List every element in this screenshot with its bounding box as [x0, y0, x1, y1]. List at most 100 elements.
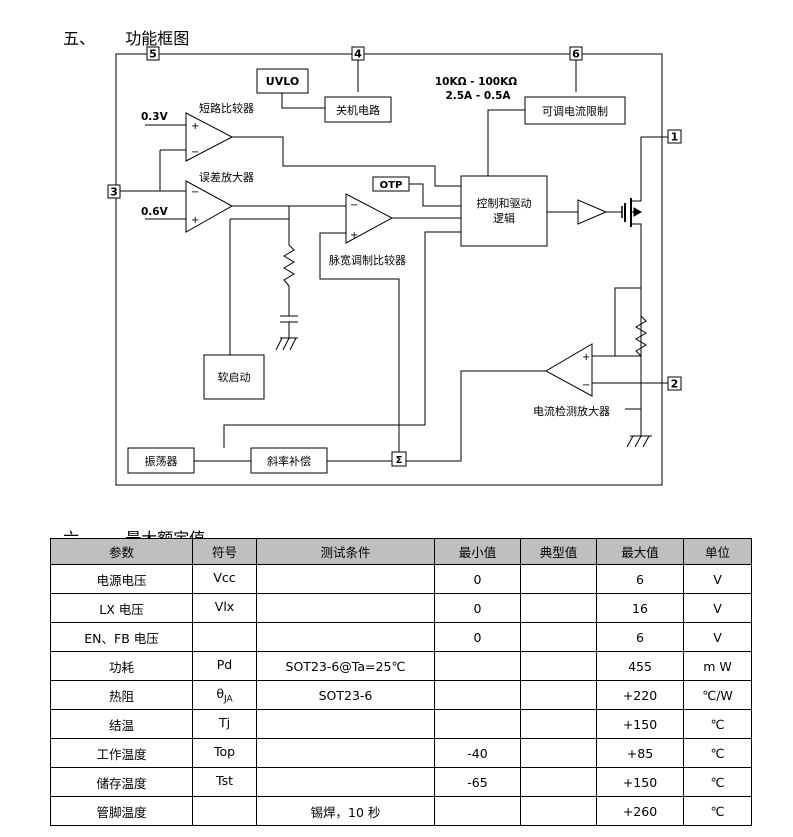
- table-row: 储存温度 Tst -65 +150℃: [50, 767, 752, 797]
- control-logic-label-1: 控制和驱动: [477, 196, 532, 210]
- table-row: 工作温度 Top -40 +85℃: [50, 738, 752, 768]
- symbol-subscript: JA: [224, 694, 233, 705]
- symbol-text: θ: [216, 685, 224, 701]
- table-cell-max: +150: [596, 767, 684, 797]
- limit-resistance-label: 10KΩ - 100KΩ: [435, 76, 517, 88]
- control-logic-label-2: 逻辑: [493, 211, 515, 225]
- table-cell-param: 热阻: [50, 680, 193, 710]
- shutdown-block: [324, 96, 392, 123]
- short-circuit-comparator: [185, 112, 234, 162]
- chip-boundary: [115, 53, 663, 486]
- driver-buffer: [577, 199, 608, 225]
- table-cell-param: 工作温度: [50, 738, 193, 768]
- sum-label: Σ: [396, 455, 403, 466]
- slope-comp-label: 斜率补偿: [267, 454, 311, 468]
- table-cell-param: 电源电压: [50, 564, 193, 594]
- pin-2-label: 2: [671, 378, 679, 391]
- oscillator-block: [127, 447, 195, 474]
- current-sense-amplifier: [544, 343, 593, 397]
- soft-start-label: 软启动: [218, 370, 251, 384]
- table-cell-param: 储存温度: [50, 767, 193, 797]
- table-cell-max: +85: [596, 738, 684, 768]
- symbol-text: Vlx: [214, 598, 235, 614]
- table-cell-unit: V: [683, 564, 752, 594]
- pin-1: [667, 129, 682, 144]
- table-cell-cond: [256, 738, 435, 768]
- table-header-row: 参数 符号 测试条件 最小值 典型值 最大值 单位: [50, 538, 752, 565]
- minus-sign: −: [191, 147, 199, 158]
- table-cell-min: 0: [434, 622, 521, 652]
- otp-block: [372, 176, 410, 192]
- plus-sign: +: [191, 215, 199, 226]
- uvlo-block: [256, 68, 309, 94]
- table-cell-min: [434, 796, 521, 826]
- table-cell-unit: V: [683, 622, 752, 652]
- table-cell-typ: [520, 593, 597, 623]
- soft-start-block: [203, 354, 265, 400]
- wires: [120, 60, 668, 462]
- error-amplifier: [185, 180, 234, 233]
- header-param: 参数: [50, 538, 193, 565]
- current-limit-label: 可调电流限制: [542, 104, 608, 118]
- pin-3-label: 3: [110, 186, 118, 199]
- table-cell-min: 0: [434, 564, 521, 594]
- symbol-text: Tst: [216, 772, 233, 788]
- table-cell-cond: [256, 593, 435, 623]
- pin-6-label: 6: [572, 48, 580, 61]
- table-cell-param: 结温: [50, 709, 193, 739]
- table-cell-unit: ℃: [683, 738, 752, 768]
- table-cell-cond: SOT23-6@Ta=25℃: [256, 651, 435, 681]
- table-cell-max: +220: [596, 680, 684, 710]
- table-cell-unit: m W: [683, 651, 752, 681]
- ref-0-3v-label: 0.3V: [141, 111, 169, 123]
- table-cell-max: 6: [596, 622, 684, 652]
- table-cell-cond: [256, 564, 435, 594]
- table-cell-cond: [256, 709, 435, 739]
- oscillator-label: 振荡器: [145, 454, 178, 468]
- pwm-comp-label: 脉宽调制比较器: [329, 253, 406, 267]
- table-cell-cond: SOT23-6: [256, 680, 435, 710]
- table-cell-min: -40: [434, 738, 521, 768]
- soft-start-resistor: [283, 244, 295, 287]
- table-cell-symbol: θJA: [192, 680, 257, 710]
- table-cell-unit: ℃: [683, 709, 752, 739]
- table-cell-min: [434, 709, 521, 739]
- table-cell-cond: [256, 767, 435, 797]
- current-limit-block: [524, 96, 626, 125]
- block-diagram: 5 4 6 1 3 2 UVLO 关机电路 可调电流限制 OTP 控制和驱动 逻…: [107, 46, 682, 486]
- current-sense-amp-label: 电流检测放大器: [533, 404, 610, 418]
- control-logic-block: [460, 175, 548, 247]
- table-cell-max: 6: [596, 564, 684, 594]
- pin-1-label: 1: [671, 131, 679, 144]
- section-5-number: 五、: [63, 29, 96, 48]
- header-condition: 测试条件: [256, 538, 435, 565]
- pwm-comparator: [345, 193, 394, 244]
- symbol-text: Pd: [216, 656, 233, 672]
- table-cell-min: -65: [434, 767, 521, 797]
- shutdown-label: 关机电路: [336, 103, 380, 117]
- pin-5: [146, 46, 160, 61]
- pin-4: [351, 46, 365, 61]
- table-cell-symbol: [192, 622, 257, 652]
- symbol-text: Top: [213, 743, 236, 759]
- limit-current-label: 2.5A - 0.5A: [445, 90, 511, 102]
- plus-sign: +: [350, 230, 358, 241]
- pin-5-label: 5: [149, 48, 157, 61]
- header-typ: 典型值: [520, 538, 597, 565]
- table-cell-param: LX 电压: [50, 593, 193, 623]
- table-cell-typ: [520, 709, 597, 739]
- table-cell-unit: ℃: [683, 796, 752, 826]
- table-cell-min: 0: [434, 593, 521, 623]
- table-cell-typ: [520, 651, 597, 681]
- table-cell-symbol: Vlx: [192, 593, 257, 623]
- table-cell-typ: [520, 796, 597, 826]
- table-cell-unit: ℃: [683, 767, 752, 797]
- table-cell-typ: [520, 564, 597, 594]
- table-cell-cond: [256, 622, 435, 652]
- table-cell-param: EN、FB 电压: [50, 622, 193, 652]
